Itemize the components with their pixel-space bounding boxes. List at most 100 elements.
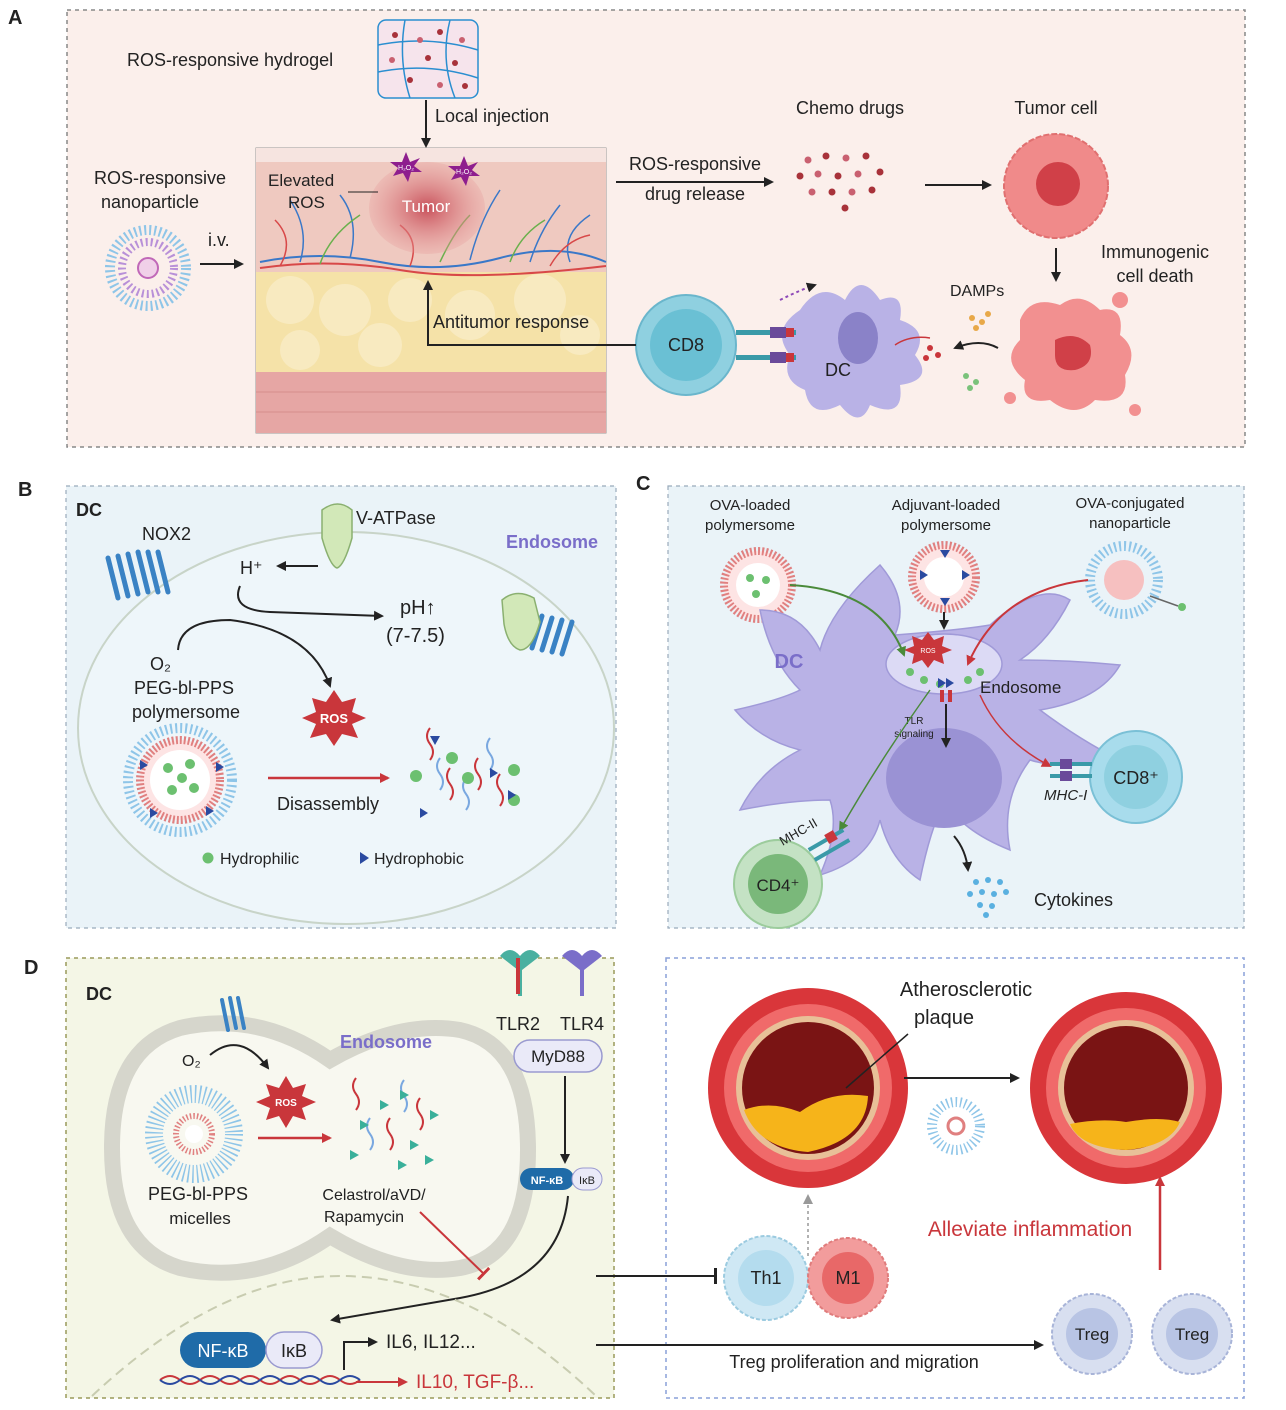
disassembled-polymers-icon — [410, 727, 520, 818]
ikb-small-label: IκB — [579, 1175, 595, 1187]
o2-arrow — [177, 618, 333, 688]
antigen-path — [779, 282, 817, 301]
nox2-d-icon — [220, 996, 246, 1032]
m1-cell-icon — [807, 1237, 889, 1319]
panel-d-letter: D — [24, 957, 38, 979]
local-injection-label: Local injection — [435, 106, 549, 126]
hydrophilic-label: Hydrophilic — [220, 851, 299, 868]
ova-conjugated-nanoparticle-icon — [1085, 541, 1186, 619]
ph-range-label: (7-7.5) — [386, 625, 445, 647]
panel-d: D DC Endosome O₂ ROS PEG-bl-PPS — [24, 950, 1245, 1399]
iv-label: i.v. — [208, 230, 230, 250]
disassembly-label: Disassembly — [277, 794, 379, 814]
elevated-ros-line2: ROS — [288, 193, 325, 212]
dc-cell-c-icon — [733, 563, 1123, 882]
tlr-signaling-line2: signaling — [894, 729, 933, 740]
inhibition-bar — [419, 1211, 491, 1281]
h2o2-burst-2: H₂O₂ — [448, 156, 480, 186]
panel-c-endosome-label: Endosome — [980, 678, 1061, 697]
alleviate-label: Alleviate inflammation — [928, 1218, 1132, 1241]
mhc1-complex-icon — [1050, 759, 1092, 781]
hydrophilic-legend-marker — [202, 852, 214, 864]
cd4-cell-icon — [733, 839, 823, 929]
cd4-label: CD4⁺ — [757, 876, 800, 895]
endosome-d-membrane — [103, 1015, 537, 1281]
panel-d-endosome-label: Endosome — [340, 1032, 432, 1052]
cytokines-label: Cytokines — [1034, 890, 1113, 910]
cd8-label-c: CD8⁺ — [1113, 768, 1159, 788]
o2-label-b: O₂ — [150, 654, 171, 674]
mhc2-presentation-arrow — [839, 689, 931, 832]
released-drugs-icon — [350, 1077, 439, 1170]
cd8-cell-c-icon — [1089, 730, 1183, 824]
vatpase-icon — [321, 503, 353, 569]
hydrophobic-legend-marker — [360, 852, 369, 864]
ros-label-c: ROS — [920, 648, 936, 655]
polymersome-label-line2: polymersome — [132, 702, 240, 722]
tumor-cell-label: Tumor cell — [1014, 98, 1097, 118]
dc-label-c: DC — [775, 651, 804, 673]
panel-b-dc-label: DC — [76, 500, 102, 520]
nfkb-badge — [180, 1332, 266, 1368]
polymersome-icon — [123, 723, 237, 837]
hydrogel-label: ROS-responsive hydrogel — [127, 50, 333, 70]
cd8-cell-icon — [635, 294, 737, 396]
conjugate-uptake-arrow — [966, 579, 1089, 666]
hydrogel-icon — [377, 19, 479, 99]
micelles-label-line1: PEG-bl-PPS — [148, 1184, 248, 1204]
dc-cell-icon — [782, 285, 923, 418]
micelles-label-line2: micelles — [169, 1209, 230, 1228]
tlr4-label: TLR4 — [560, 1014, 604, 1034]
drugs-label-line2: Rapamycin — [324, 1209, 404, 1226]
panel-a: A ROS-responsive hydrogel Local injectio… — [8, 7, 1246, 448]
mhc2-complex-icon — [807, 828, 851, 862]
ikb-label: IκB — [281, 1341, 307, 1361]
ph-label: pH↑ — [400, 597, 436, 619]
drugs-label-line1: Celastrol/aVD/ — [322, 1187, 426, 1204]
micelle-d-icon — [927, 1097, 985, 1155]
treg-label-1: Treg — [1075, 1325, 1109, 1344]
nfkb-translocation-arrow — [330, 1195, 569, 1324]
dying-tumor-cell-icon — [1004, 292, 1141, 416]
cytokine-release-arrow — [953, 835, 973, 872]
th1-cell-icon — [723, 1235, 809, 1321]
tumor-cell-icon — [1003, 133, 1109, 239]
damps-arrow — [953, 340, 999, 350]
ova-uptake-arrow — [789, 584, 906, 657]
ros-burst-b: ROS — [302, 690, 366, 746]
hydrophobic-label: Hydrophobic — [374, 851, 464, 868]
nox2-icon — [105, 549, 171, 601]
genes-label-2: IL10, TGF-β... — [416, 1372, 534, 1393]
chemo-drugs-icon — [796, 152, 884, 212]
antitumor-arrow — [423, 280, 636, 346]
plaque-label-line1: Atherosclerotic — [900, 979, 1032, 1001]
ros-burst-d: ROS — [256, 1076, 316, 1128]
genes-label-1: IL6, IL12... — [386, 1332, 476, 1353]
dc-label-a: DC — [825, 360, 851, 380]
ova-label-line1: OVA-loaded — [710, 497, 791, 514]
conjugated-label-line2: nanoparticle — [1089, 515, 1171, 532]
treg-cell-icon-1 — [1051, 1293, 1133, 1375]
treg-label-2: Treg — [1175, 1325, 1209, 1344]
antitumor-label: Antitumor response — [433, 312, 589, 332]
polymersome-label-line1: PEG-bl-PPS — [134, 678, 234, 698]
antigen-uptake-path — [894, 336, 931, 346]
tumor-label: Tumor — [402, 197, 451, 216]
cd8-label-a: CD8 — [668, 335, 704, 355]
myd88-badge — [513, 1039, 603, 1073]
ikb-badge — [265, 1331, 323, 1369]
artery-with-plaque-icon — [708, 988, 908, 1188]
panel-d-dc-label: DC — [86, 984, 112, 1004]
h2o2-label-2: H₂O₂ — [456, 169, 472, 176]
adjuvant-label-line2: polymersome — [901, 517, 991, 534]
tlr2-label: TLR2 — [496, 1014, 540, 1034]
ros-label-b: ROS — [320, 711, 349, 726]
conjugated-label-line1: OVA-conjugated — [1076, 495, 1185, 512]
treg-proliferation-label: Treg proliferation and migration — [729, 1352, 978, 1372]
tlr2-icon — [500, 950, 540, 996]
treg-cell-icon-2 — [1151, 1293, 1233, 1375]
plaque-label-line2: plaque — [914, 1007, 974, 1029]
mhc1-label: MHC-I — [1044, 787, 1087, 804]
nox2-label: NOX2 — [142, 524, 191, 544]
ikb-small-badge — [571, 1167, 603, 1191]
